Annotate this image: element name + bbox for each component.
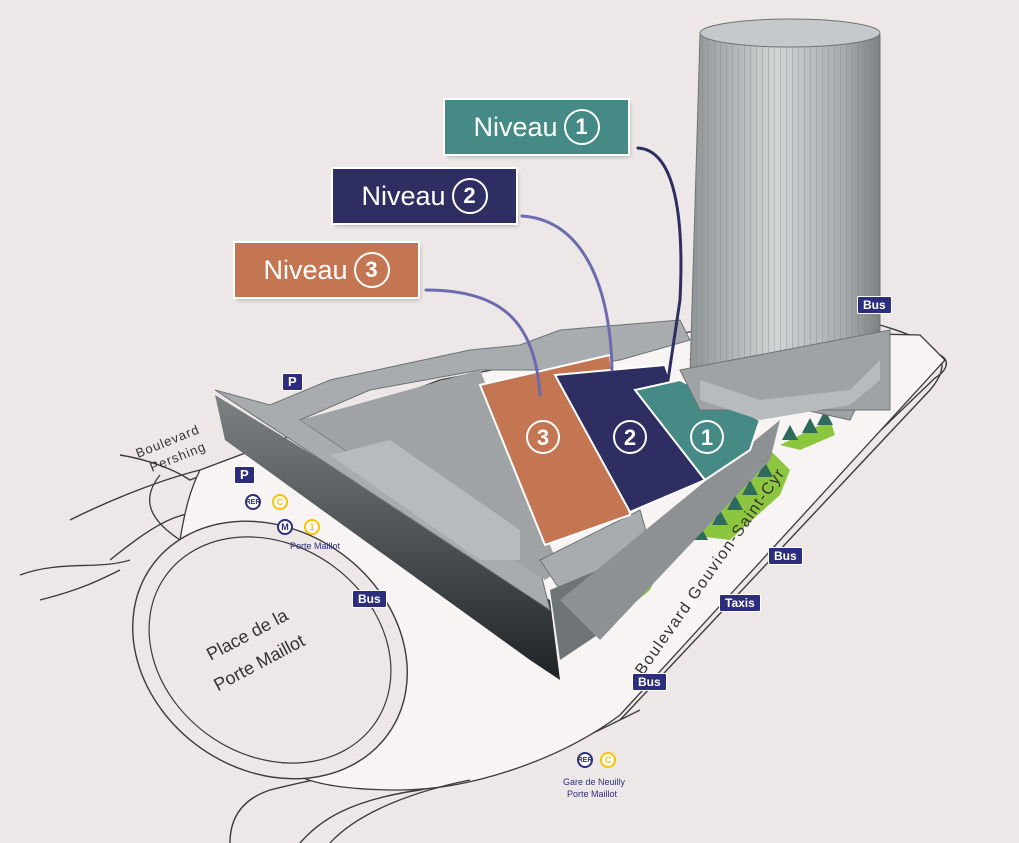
connector-level-1 (636, 146, 683, 382)
level-2-word: Niveau (361, 180, 446, 211)
place-porte-maillot-roundabout (132, 520, 408, 780)
road-lower-left (329, 779, 471, 843)
metro-icon: M (277, 519, 293, 535)
level-1-word: Niveau (473, 111, 558, 142)
zone-2-circle (613, 420, 647, 454)
road-upper-left-1 (19, 559, 131, 576)
zone-3-circle (526, 420, 560, 454)
zone-3-number: 3 (537, 425, 549, 450)
bus-badge-top-right: Bus (857, 296, 892, 314)
station-porte-maillot-label: Porte Maillot (290, 541, 341, 551)
bus-badge-right: Bus (768, 547, 803, 565)
metro-line-1-icon: 1 (304, 519, 320, 535)
zone-1-number: 1 (701, 425, 713, 450)
station-gare-neuilly-line2: Porte Maillot (567, 789, 618, 799)
bus-badge-bottom: Bus (632, 673, 667, 691)
rer-c-icon-gare-neuilly: C (600, 752, 616, 768)
roundabout-inner-ring (148, 536, 392, 764)
level-2-number: 2 (451, 178, 488, 214)
level-2-button[interactable]: Niveau 2 (333, 169, 516, 223)
parking-badge-left: P (234, 466, 255, 484)
connector-level-3 (424, 288, 542, 397)
rer-icon-porte-maillot: RER (245, 494, 261, 510)
level-3-number: 3 (353, 252, 390, 288)
level-1-button[interactable]: Niveau 1 (445, 100, 628, 154)
level-3-button[interactable]: Niveau 3 (235, 243, 418, 297)
rer-c-icon-porte-maillot: C (272, 494, 288, 510)
zone-2-number: 2 (624, 425, 636, 450)
connector-lines (424, 146, 683, 397)
rer-icon-gare-neuilly: RER (577, 752, 593, 768)
taxis-badge: Taxis (719, 594, 761, 612)
road-upper-left-2 (149, 474, 181, 541)
tower (679, 18, 891, 420)
level-1-number: 1 (563, 109, 600, 145)
level-3-word: Niveau (263, 254, 348, 285)
zone-numbers: 3 2 1 (526, 420, 724, 454)
station-gare-neuilly-line1: Gare de Neuilly (563, 777, 626, 787)
connector-level-2 (520, 214, 614, 372)
parking-badge-top: P (282, 373, 303, 391)
zone-1-circle (690, 420, 724, 454)
bus-badge-left: Bus (352, 590, 387, 608)
